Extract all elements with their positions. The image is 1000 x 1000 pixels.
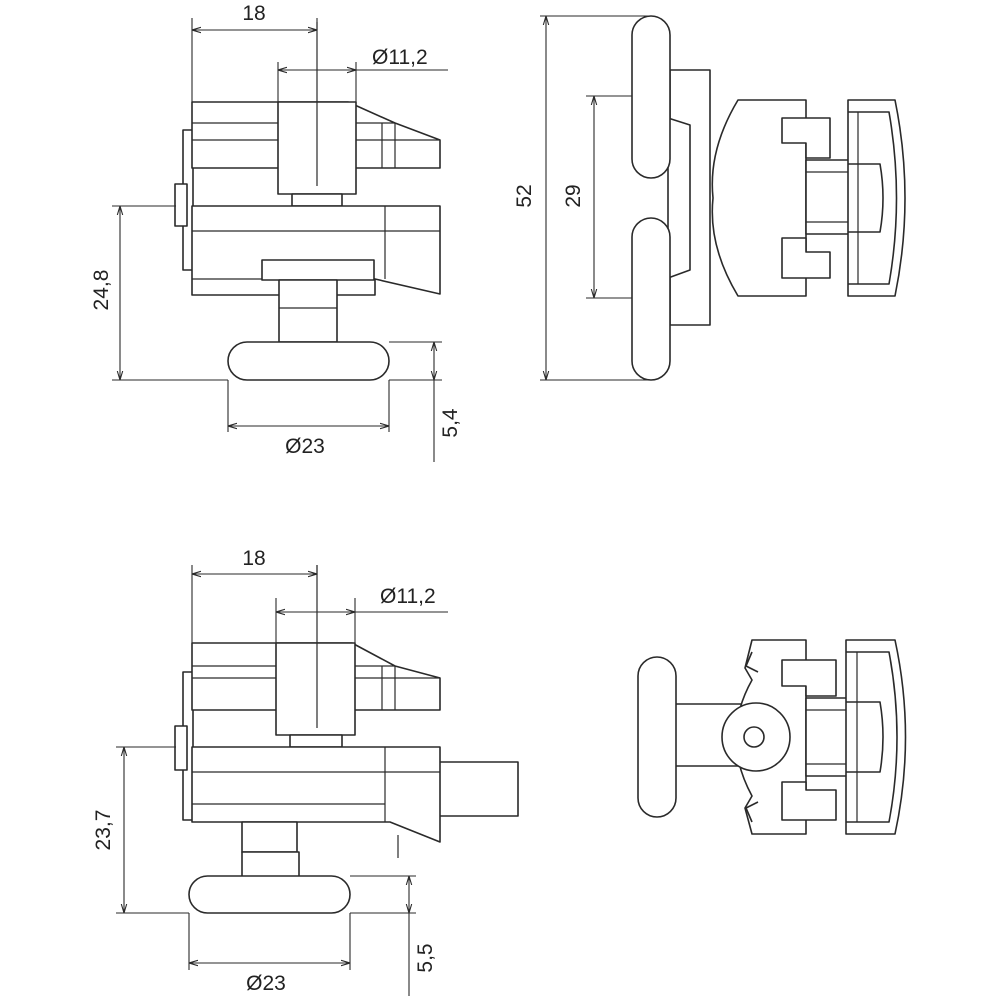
dimension-lines	[116, 565, 448, 996]
top-right-view: 52 29	[513, 15, 906, 381]
dim-height-24-8: 24,8	[90, 270, 113, 311]
dim-diameter-23: Ø23	[246, 972, 286, 995]
slot-block	[805, 159, 851, 235]
end-cap	[847, 99, 906, 297]
bottom-left-view: 18 Ø11,2 23,7 5,5 Ø23	[92, 547, 519, 996]
upper-wing	[631, 15, 671, 179]
plate-tab	[174, 725, 188, 771]
lower-clip	[781, 237, 831, 279]
stem-neck	[291, 193, 343, 207]
dim-diameter-11-2: Ø11,2	[380, 585, 436, 608]
top-left-view: 18 Ø11,2 24,8 5,4 Ø23	[90, 2, 462, 462]
spindle	[278, 279, 338, 343]
knob	[188, 875, 351, 914]
dimension-lines	[112, 18, 448, 462]
dim-height-29: 29	[562, 184, 585, 207]
plate-tab	[174, 183, 188, 227]
side-extension	[437, 761, 519, 817]
lower-body	[191, 746, 441, 843]
dim-diameter-11-2: Ø11,2	[372, 46, 428, 69]
lower-clip	[781, 781, 837, 821]
pivot-hole	[743, 726, 765, 748]
spindle	[241, 821, 298, 853]
bottom-right-view	[637, 639, 907, 835]
dim-height-52: 52	[513, 184, 536, 207]
dim-thickness-5-5: 5,5	[414, 943, 437, 972]
t-handle	[637, 656, 677, 818]
end-cap	[845, 639, 907, 835]
spindle-base	[241, 851, 300, 878]
spindle-collar	[261, 259, 375, 281]
dim-height-23-7: 23,7	[92, 810, 115, 851]
slot-block	[805, 697, 851, 777]
dim-thickness-5-4: 5,4	[439, 408, 462, 438]
upper-clip	[781, 117, 831, 159]
stem-neck	[289, 734, 343, 748]
knob	[227, 341, 390, 381]
center-stem	[275, 642, 356, 736]
dim-width-18: 18	[242, 2, 265, 25]
dimension-lines	[540, 15, 651, 381]
dim-diameter-23: Ø23	[285, 435, 325, 458]
lower-wing	[631, 217, 671, 381]
body-chamfer	[667, 117, 691, 279]
upper-clip	[781, 659, 837, 697]
dim-width-18: 18	[242, 547, 265, 570]
